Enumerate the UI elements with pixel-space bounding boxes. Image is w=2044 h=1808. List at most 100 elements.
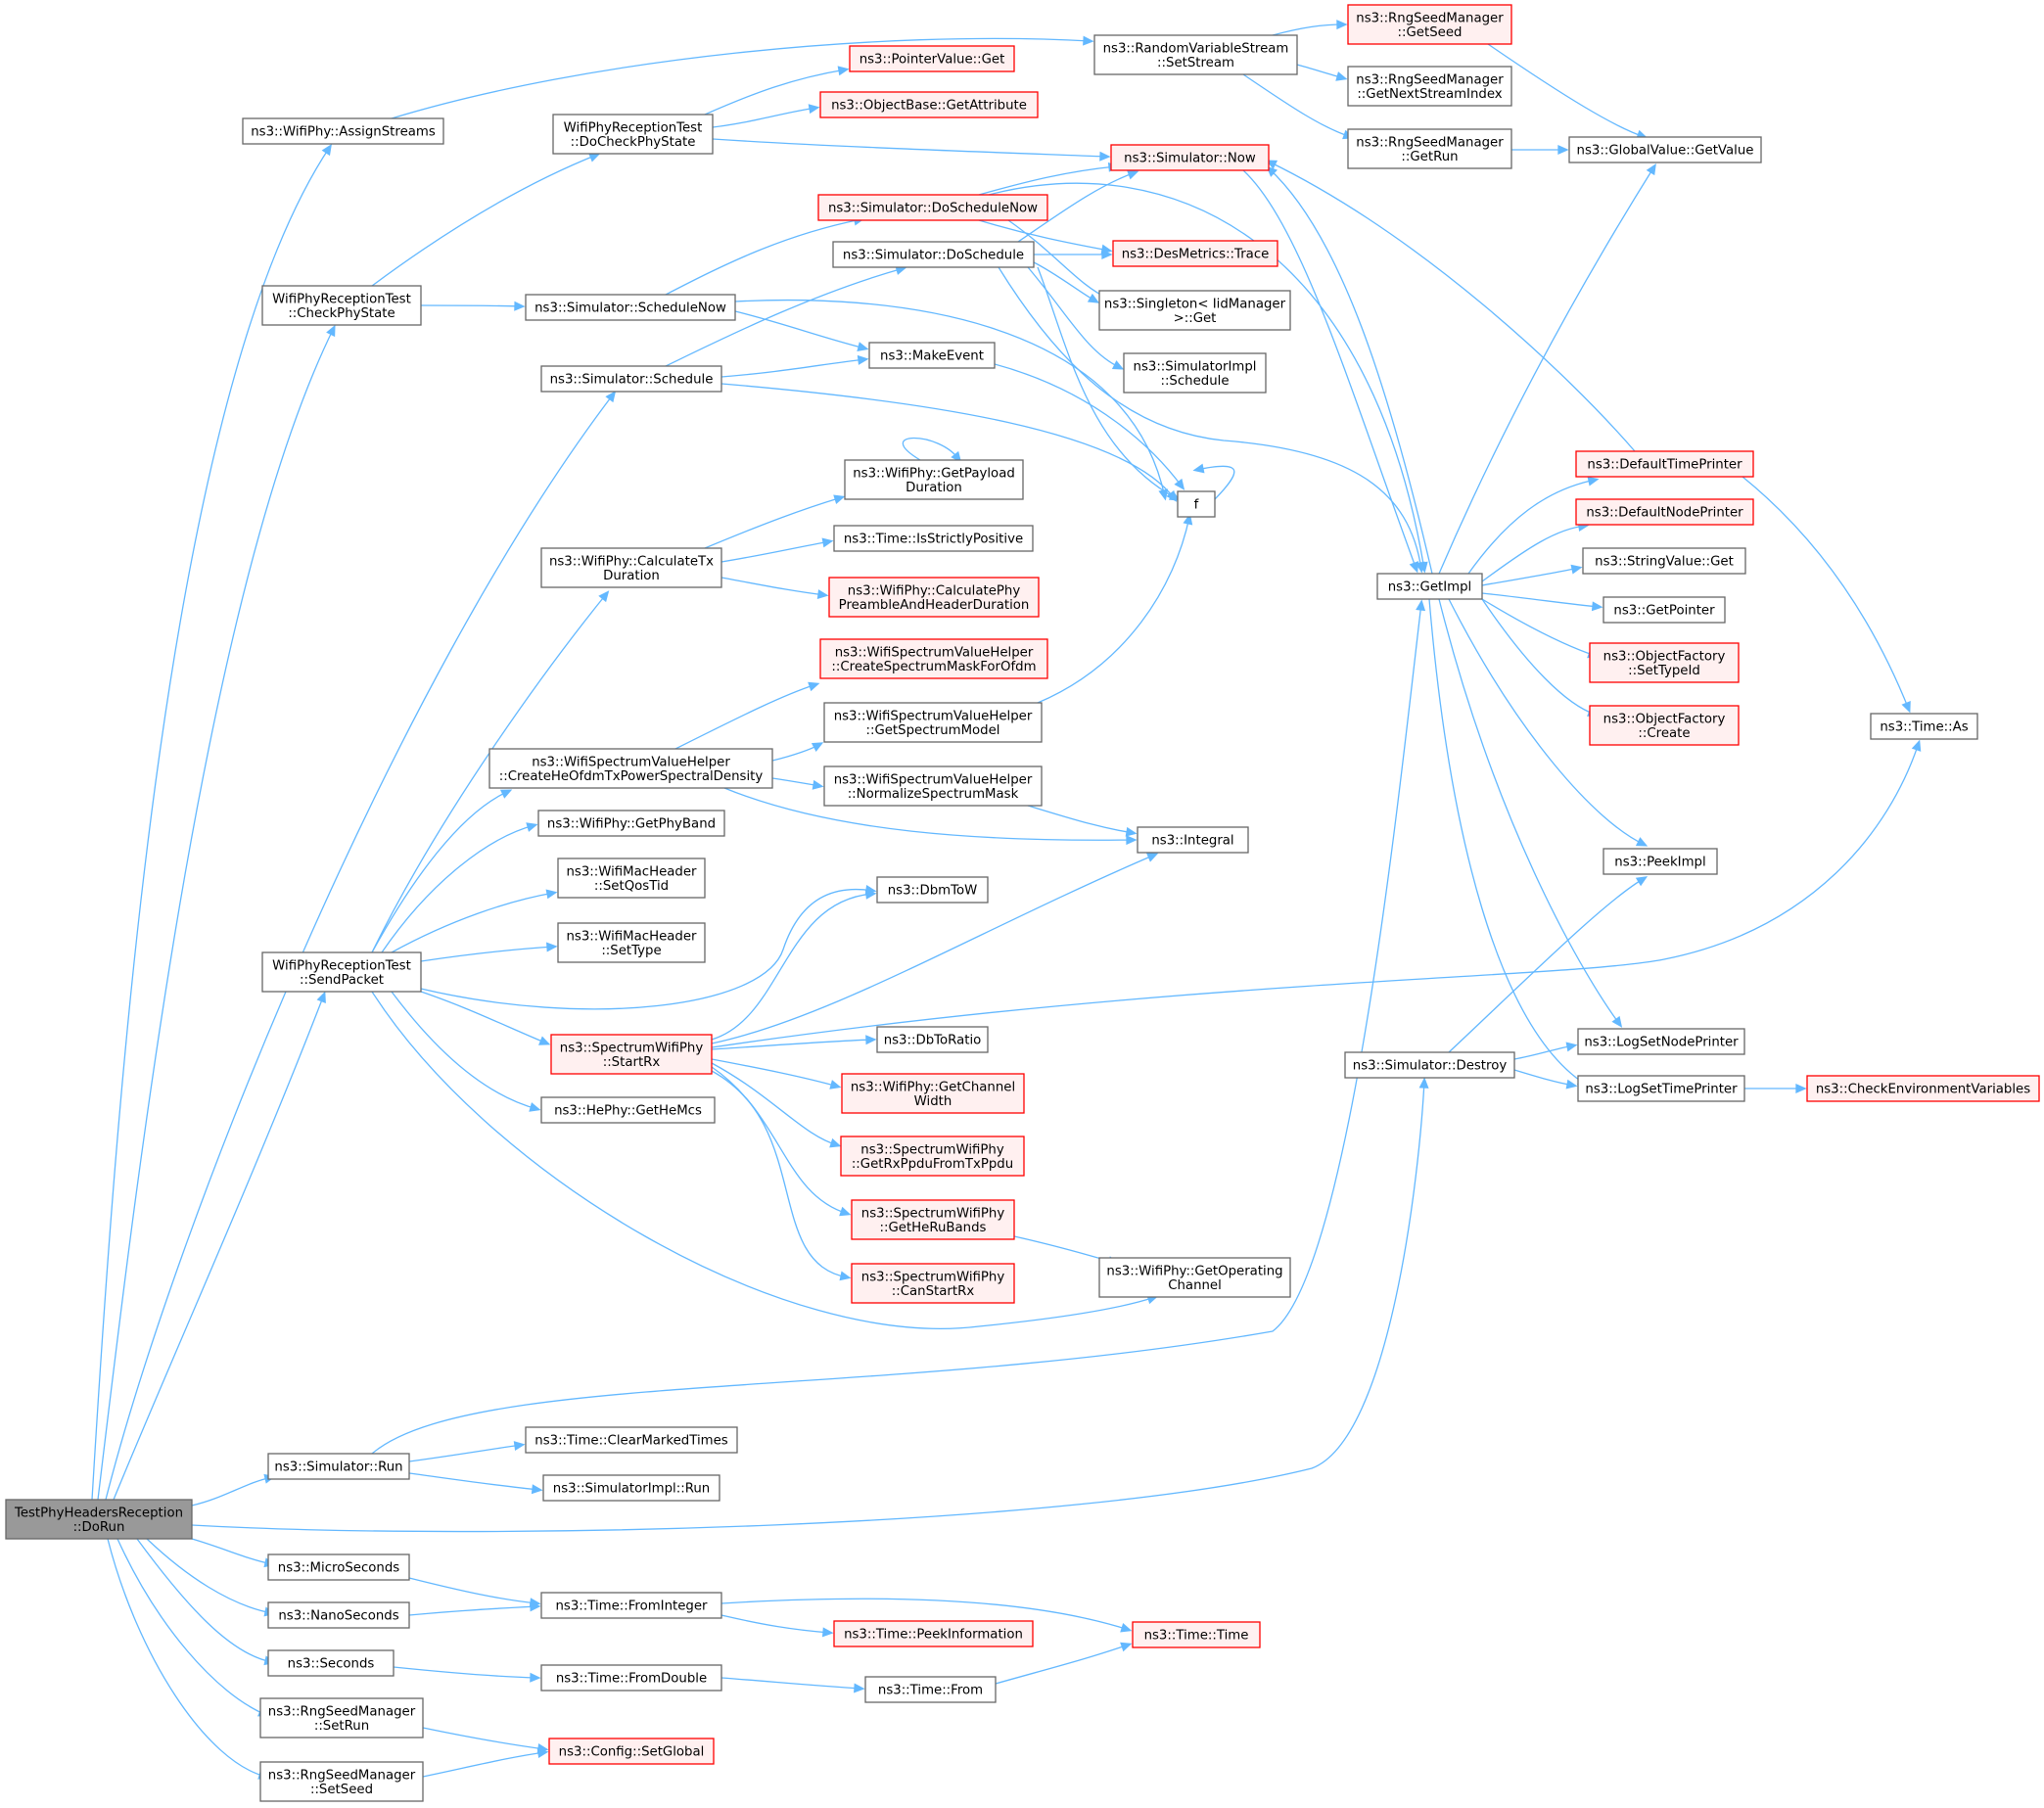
- node-getpointer[interactable]: ns3::GetPointer: [1603, 596, 1726, 624]
- node-getattr[interactable]: ns3::ObjectBase::GetAttribute: [819, 91, 1039, 118]
- node-normalize[interactable]: ns3::WifiSpectrumValueHelper::NormalizeS…: [823, 765, 1043, 807]
- node-nano[interactable]: ns3::NanoSeconds: [267, 1601, 410, 1629]
- node-label: ns3::Time::ClearMarkedTimes: [534, 1434, 728, 1449]
- edge-createhe-to-getspecmodel: [771, 742, 824, 762]
- node-calcpreamble[interactable]: ns3::WifiPhy::CalculatePhyPreambleAndHea…: [828, 577, 1040, 618]
- node-dosched[interactable]: ns3::Simulator::DoSchedule: [832, 241, 1035, 268]
- node-label: Width: [914, 1094, 952, 1109]
- node-label: ::Create: [1638, 726, 1690, 741]
- node-from[interactable]: ns3::Time::From: [864, 1676, 997, 1703]
- node-f[interactable]: f: [1177, 490, 1216, 518]
- node-setglobal[interactable]: ns3::Config::SetGlobal: [548, 1738, 715, 1765]
- node-clearmarked[interactable]: ns3::Time::ClearMarkedTimes: [525, 1426, 738, 1454]
- node-strget[interactable]: ns3::StringValue::Get: [1582, 547, 1746, 575]
- edge-getimpl-to-ofsettypeid: [1481, 598, 1600, 659]
- node-setqos[interactable]: ns3::WifiMacHeader::SetQosTid: [557, 858, 706, 899]
- node-destiny[interactable]: ns3::DesMetrics::Trace: [1112, 240, 1278, 267]
- node-schedule[interactable]: ns3::Simulator::Schedule: [540, 365, 722, 393]
- node-getheru[interactable]: ns3::SpectrumWifiPhy::GetHeRuBands: [851, 1199, 1015, 1240]
- edge-dorun-to-sendpacket: [113, 991, 326, 1501]
- edge-getspecmodel-to-f: [1037, 513, 1193, 704]
- node-checkenv[interactable]: ns3::CheckEnvironmentVariables: [1806, 1075, 2040, 1102]
- node-checkphy[interactable]: WifiPhyReceptionTest::CheckPhyState: [261, 285, 422, 326]
- edge-makeevent-to-f: [994, 363, 1185, 490]
- node-createhe[interactable]: ns3::WifiSpectrumValueHelper::CreateHeOf…: [488, 748, 773, 789]
- node-getrun[interactable]: ns3::RngSeedManager::GetRun: [1347, 128, 1512, 169]
- node-schednow[interactable]: ns3::Simulator::ScheduleNow: [525, 294, 736, 321]
- node-simdestroy[interactable]: ns3::Simulator::Destroy: [1344, 1051, 1515, 1079]
- node-micro[interactable]: ns3::MicroSeconds: [267, 1553, 410, 1581]
- edge-docheck-to-pvget: [704, 66, 850, 116]
- node-canstart[interactable]: ns3::SpectrumWifiPhy::CanStartRx: [851, 1263, 1015, 1304]
- node-setrun[interactable]: ns3::RngSeedManager::SetRun: [259, 1697, 424, 1738]
- node-timeas[interactable]: ns3::Time::As: [1870, 713, 1978, 740]
- edge-getimpl-to-defnodeprinter: [1481, 522, 1590, 582]
- node-docheck[interactable]: WifiPhyReceptionTest::DoCheckPhyState: [552, 114, 714, 155]
- node-integral[interactable]: ns3::Integral: [1137, 826, 1249, 854]
- node-deftimeprinter[interactable]: ns3::DefaultTimePrinter: [1575, 450, 1754, 478]
- node-label: ns3::SimulatorImpl::Run: [553, 1482, 710, 1497]
- node-dbtoratio[interactable]: ns3::DbToRatio: [876, 1026, 989, 1053]
- edge-getimpl-to-lognode: [1438, 598, 1623, 1028]
- node-label: ns3::WifiSpectrumValueHelper: [835, 645, 1034, 660]
- node-sendpacket[interactable]: WifiPhyReceptionTest::SendPacket: [261, 951, 422, 993]
- node-lognode[interactable]: ns3::LogSetNodePrinter: [1577, 1028, 1745, 1055]
- node-getnextstream[interactable]: ns3::RngSeedManager::GetNextStreamIndex: [1347, 66, 1512, 107]
- edge-createhe-to-integral: [723, 787, 1138, 846]
- node-label: ns3::Simulator::ScheduleNow: [534, 301, 726, 316]
- node-peekinfo[interactable]: ns3::Time::PeekInformation: [833, 1620, 1034, 1647]
- node-ofcreate[interactable]: ns3::ObjectFactory::Create: [1589, 705, 1740, 746]
- node-getseed[interactable]: ns3::RngSeedManager::GetSeed: [1347, 4, 1512, 45]
- node-strictpos[interactable]: ns3::Time::IsStrictlyPositive: [833, 525, 1034, 552]
- node-defnodeprinter[interactable]: ns3::DefaultNodePrinter: [1575, 498, 1754, 526]
- node-gvgetvalue[interactable]: ns3::GlobalValue::GetValue: [1568, 136, 1762, 163]
- node-doschednow[interactable]: ns3::Simulator::DoScheduleNow: [817, 194, 1048, 221]
- node-setseed[interactable]: ns3::RngSeedManager::SetSeed: [259, 1761, 424, 1802]
- node-label: ::GetNextStreamIndex: [1357, 87, 1502, 102]
- node-label: ns3::SpectrumWifiPhy: [861, 1270, 1005, 1284]
- node-label: ns3::WifiPhy::GetPhyBand: [547, 817, 716, 832]
- node-getrxppdu[interactable]: ns3::SpectrumWifiPhy::GetRxPpduFromTxPpd…: [840, 1136, 1025, 1177]
- edge-startrx-to-getheru: [711, 1066, 852, 1217]
- node-assign[interactable]: ns3::WifiPhy::AssignStreams: [242, 117, 444, 145]
- node-settype[interactable]: ns3::WifiMacHeader::SetType: [557, 922, 706, 963]
- node-seconds[interactable]: ns3::Seconds: [267, 1649, 395, 1677]
- node-startrx[interactable]: ns3::SpectrumWifiPhy::StartRx: [550, 1034, 713, 1075]
- node-fromdouble[interactable]: ns3::Time::FromDouble: [540, 1664, 722, 1692]
- node-label: ns3::Time::From: [878, 1684, 983, 1698]
- edge-sendpacket-to-getphyband: [381, 822, 538, 953]
- node-frominteger[interactable]: ns3::Time::FromInteger: [540, 1592, 722, 1619]
- edge-getimpl-to-gvgetvalue: [1438, 162, 1656, 575]
- node-label: ns3::WifiMacHeader: [566, 864, 697, 879]
- node-makeevent[interactable]: ns3::MakeEvent: [868, 342, 996, 369]
- node-peekimpl[interactable]: ns3::PeekImpl: [1603, 848, 1718, 875]
- node-now[interactable]: ns3::Simulator::Now: [1110, 144, 1270, 171]
- node-dbmtow[interactable]: ns3::DbmToW: [876, 876, 989, 904]
- node-getimpl[interactable]: ns3::GetImpl: [1376, 573, 1483, 600]
- node-label: ns3::PointerValue::Get: [859, 53, 1005, 68]
- node-pvget[interactable]: ns3::PointerValue::Get: [849, 45, 1015, 72]
- node-ofsettypeid[interactable]: ns3::ObjectFactory::SetTypeId: [1589, 642, 1740, 683]
- node-singleton[interactable]: ns3::Singleton< IidManager >::Get: [1098, 290, 1291, 331]
- edge-getimpl-to-deftimeprinter: [1467, 476, 1600, 575]
- node-setstream[interactable]: ns3::RandomVariableStream::SetStream: [1093, 34, 1298, 75]
- node-logtime[interactable]: ns3::LogSetTimePrinter: [1577, 1075, 1745, 1102]
- node-simimplsched[interactable]: ns3::SimulatorImpl::Schedule: [1123, 352, 1267, 394]
- node-label: WifiPhyReceptionTest: [272, 958, 411, 973]
- node-label: ns3::WifiSpectrumValueHelper: [834, 772, 1033, 787]
- node-simimplrun[interactable]: ns3::SimulatorImpl::Run: [542, 1474, 720, 1502]
- node-label: ::CreateSpectrumMaskForOfdm: [831, 660, 1036, 674]
- node-getphyband[interactable]: ns3::WifiPhy::GetPhyBand: [537, 810, 725, 837]
- edge-dosched-to-destiny: [1034, 249, 1113, 260]
- node-gethemcs[interactable]: ns3::HePhy::GetHeMcs: [540, 1096, 716, 1124]
- node-time[interactable]: ns3::Time::Time: [1132, 1621, 1261, 1648]
- node-simrun[interactable]: ns3::Simulator::Run: [267, 1453, 410, 1480]
- node-label: ns3::RngSeedManager: [1356, 11, 1504, 25]
- node-getspecmodel[interactable]: ns3::WifiSpectrumValueHelper::GetSpectru…: [823, 702, 1043, 743]
- node-label: ns3::MicroSeconds: [278, 1561, 399, 1576]
- node-createmask[interactable]: ns3::WifiSpectrumValueHelper::CreateSpec…: [819, 638, 1048, 679]
